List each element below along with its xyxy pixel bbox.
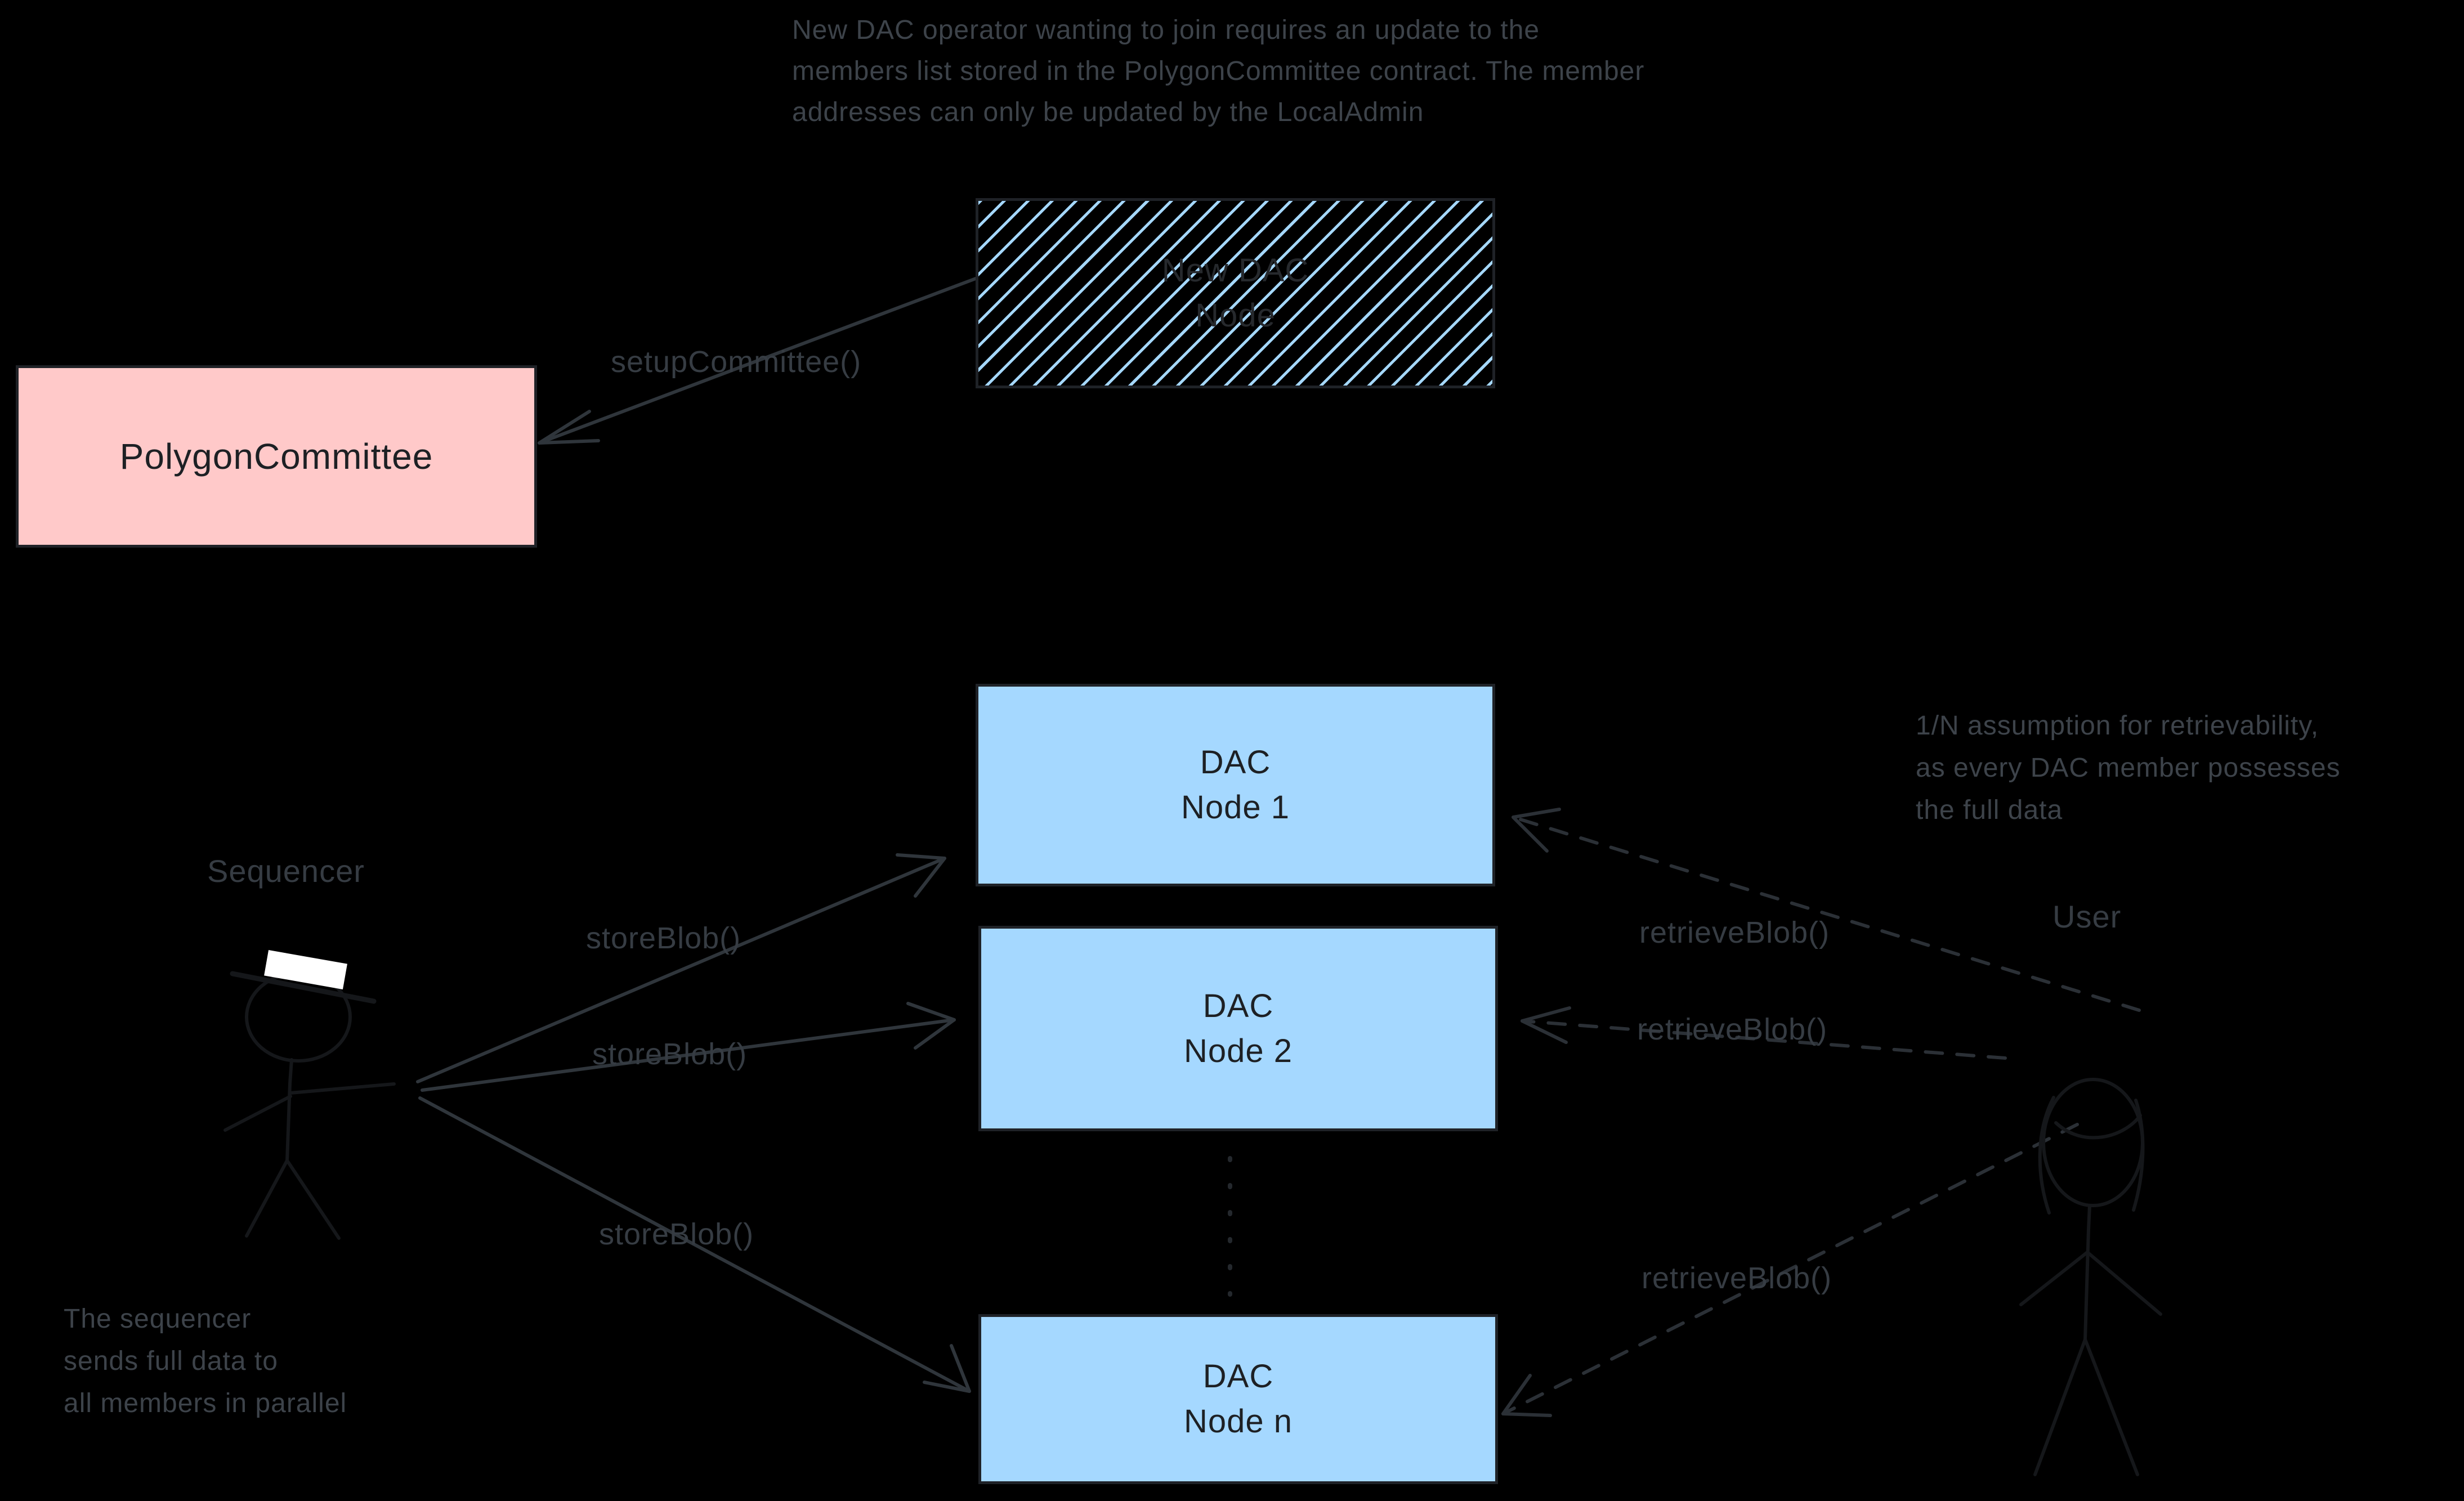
store-blob-label-1: storeBlob() <box>586 921 741 955</box>
setup-committee-arrow <box>538 277 977 445</box>
retrievability-note-line-1: 1/N assumption for retrievability, <box>1916 711 2319 741</box>
sequencer-note-line-3: all members in parallel <box>64 1388 347 1418</box>
sequencer-note-line-2: sends full data to <box>64 1346 278 1376</box>
sequencer-label: Sequencer <box>207 853 365 889</box>
store-blob-label-3: storeBlob() <box>599 1217 754 1251</box>
retrievability-note-line-2: as every DAC member possesses <box>1916 753 2341 783</box>
retrieve-blob-label-3: retrieveBlob() <box>1642 1261 1832 1295</box>
sequencer-hat-band <box>264 950 347 989</box>
retrieve-blob-arrow-3 <box>1501 1123 2079 1417</box>
node-polygon-committee: PolygonCommittee <box>16 365 537 548</box>
join-note-line-2: members list stored in the PolygonCommit… <box>792 56 1645 86</box>
sequencer-note-line-1: The sequencer <box>64 1304 252 1334</box>
node-new-dac-node-label-line-1: New DAC <box>1161 252 1309 289</box>
user-figure-icon <box>2019 1078 2162 1476</box>
setup-committee-label: setupCommittee() <box>611 345 862 379</box>
store-blob-arrow-3 <box>418 1096 971 1393</box>
node-dac-node-2-label-line-2: Node 2 <box>1183 1032 1293 1069</box>
join-note-line-1: New DAC operator wanting to join require… <box>792 15 1540 45</box>
join-note-line-3: addresses can only be updated by the Loc… <box>792 97 1424 127</box>
node-dac-node-1-label-line-2: Node 1 <box>1180 789 1290 826</box>
user-label: User <box>2052 899 2122 934</box>
retrieve-blob-arrow-1 <box>1512 808 2141 1012</box>
node-dac-node-2-label-line-1: DAC <box>1202 987 1274 1024</box>
node-new-dac-node-label-line-2: Node <box>1195 297 1276 334</box>
retrieve-blob-label-2: retrieveBlob() <box>1637 1012 1828 1046</box>
node-dac-node-n-label-line-2: Node n <box>1183 1403 1293 1440</box>
node-polygon-committee-label: PolygonCommittee <box>119 436 433 477</box>
store-blob-arrow-1 <box>416 853 946 1083</box>
node-dac-node-1: DAC Node 1 <box>976 684 1495 886</box>
node-dac-node-1-label-line-1: DAC <box>1200 744 1271 781</box>
store-blob-label-2: storeBlob() <box>592 1037 748 1071</box>
retrieve-blob-arrow-2 <box>1521 1006 2007 1060</box>
node-dac-node-2: DAC Node 2 <box>978 926 1498 1131</box>
node-dac-node-n: DAC Node n <box>978 1314 1498 1484</box>
node-new-dac-node: New DAC Node <box>976 198 1495 388</box>
sequencer-figure-icon <box>223 950 396 1240</box>
store-blob-arrow-2 <box>421 1002 956 1092</box>
node-dac-node-n-label-line-1: DAC <box>1202 1358 1274 1395</box>
retrievability-note-line-3: the full data <box>1916 795 2063 825</box>
retrieve-blob-label-1: retrieveBlob() <box>1639 916 1830 949</box>
